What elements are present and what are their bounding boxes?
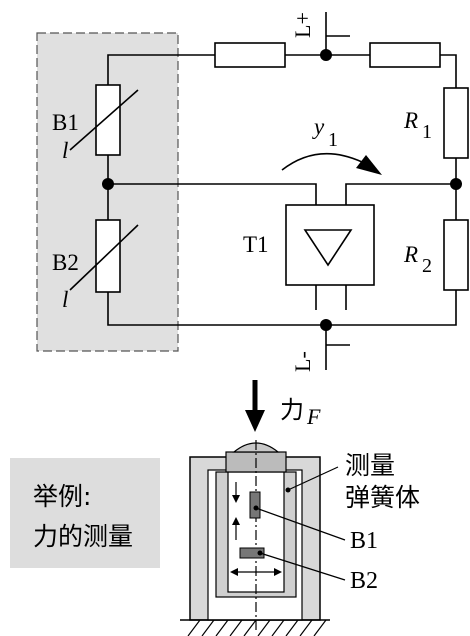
- resistor-r1: [443, 87, 469, 159]
- gauge-b2-label: B2: [52, 250, 79, 275]
- force-label-symbol: F: [306, 404, 321, 429]
- resistor-r2: [443, 219, 469, 291]
- leader-spring-body: [287, 466, 339, 491]
- spring-body-label-line2: 弹簧体: [345, 483, 420, 512]
- resistor-r1-subscript: 1: [422, 121, 432, 143]
- junction-dots: [102, 49, 462, 331]
- gauge-b1-label: B1: [52, 110, 79, 135]
- force-label-cn: 力: [280, 396, 304, 424]
- example-line2: 力的测量: [33, 522, 133, 551]
- amplifier-triangle-icon: [303, 229, 353, 267]
- amplifier-t1-box: [285, 204, 375, 286]
- top-resistor-left: [214, 42, 286, 68]
- top-resistor-right: [369, 42, 441, 68]
- spring-gauge-b1-marker: [249, 491, 261, 519]
- example-box: [10, 458, 160, 568]
- force-arrowhead-icon: [245, 410, 265, 432]
- gauge-b2-param: l: [62, 287, 68, 312]
- gauge-b1-param: l: [62, 138, 68, 163]
- junction-bottom: [320, 319, 332, 331]
- callout-b2-label: B2: [350, 568, 378, 594]
- amplifier-t1-label: T1: [243, 232, 269, 257]
- resistor-r1-label: R: [403, 108, 418, 133]
- example-line1: 举例:: [33, 482, 91, 511]
- strain-gauge-b1: [69, 84, 139, 156]
- spring-body-assembly: [180, 440, 330, 636]
- leader-b2: [259, 552, 346, 581]
- spring-body-label-line1: 测量: [345, 451, 395, 480]
- supply-bottom-label: L-: [290, 351, 315, 372]
- junction-top: [320, 49, 332, 61]
- spring-gauge-b2-marker: [239, 547, 265, 559]
- callout-b1-label: B1: [350, 528, 378, 554]
- output-arrow: [281, 152, 363, 171]
- strain-gauge-b2: [69, 219, 139, 293]
- bridge-wiring: [107, 12, 457, 370]
- junction-right: [450, 178, 462, 190]
- output-subscript: 1: [328, 129, 338, 151]
- resistor-r2-label: R: [403, 242, 418, 267]
- resistor-r2-subscript: 2: [422, 255, 432, 277]
- output-arrowhead-icon: [356, 155, 382, 175]
- supply-top-label: L+: [290, 12, 315, 38]
- output-label: y: [312, 114, 325, 139]
- leader-b1: [255, 507, 346, 541]
- junction-left: [102, 178, 114, 190]
